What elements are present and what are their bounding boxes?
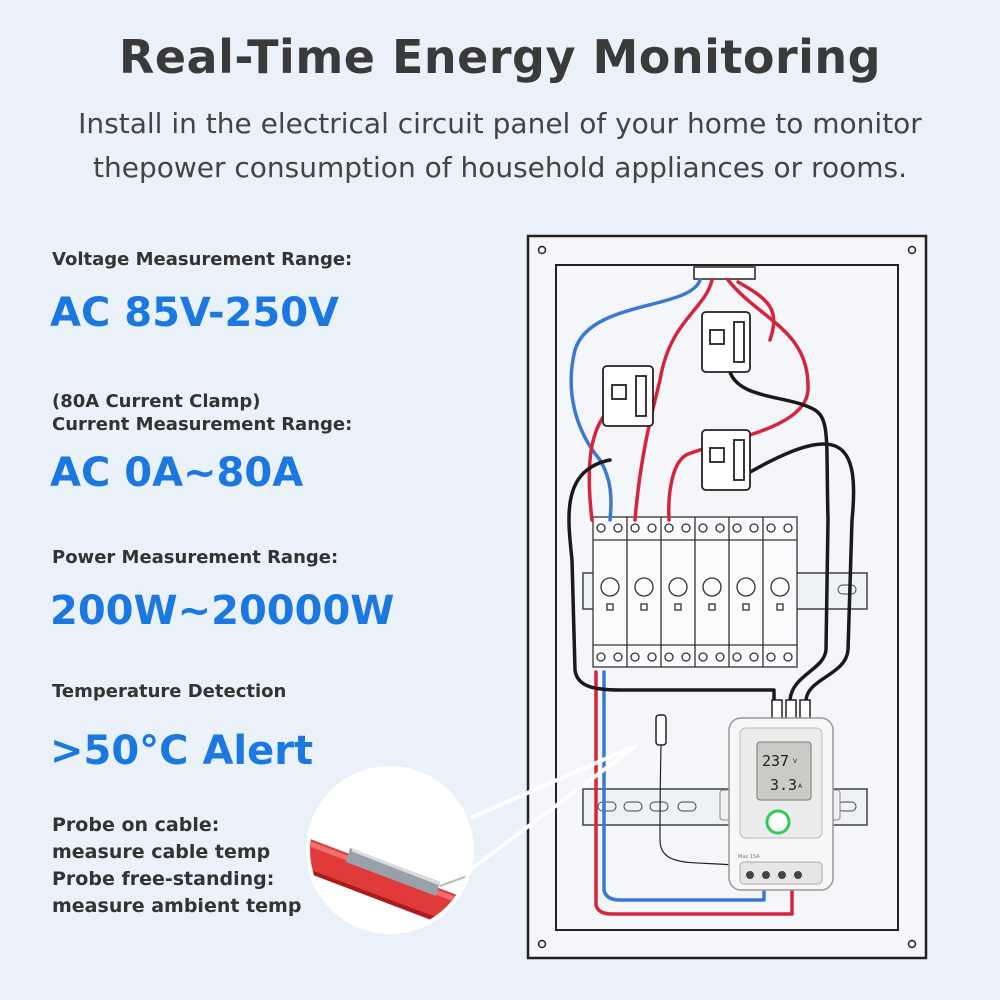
lcd-voltage: 237 — [762, 752, 789, 770]
cable-entry-block — [693, 266, 756, 280]
probe-zoom-circle — [306, 766, 474, 934]
page-subtitle: Install in the electrical circuit panel … — [0, 102, 1000, 190]
probe-line-2: measure cable temp — [52, 841, 271, 863]
panel-inner-frame — [555, 264, 899, 931]
panel-screw — [907, 245, 917, 255]
lcd-voltage-unit: V — [793, 758, 798, 765]
wire-blue-bottom — [602, 670, 766, 902]
breaker-bank — [592, 516, 798, 668]
temperature-label: Temperature Detection — [52, 681, 287, 702]
current-value: AC 0A~80A — [50, 450, 304, 496]
probe-cable — [659, 744, 741, 867]
power-label: Power Measurement Range: — [52, 547, 339, 568]
lcd-current-unit: A — [798, 783, 803, 790]
power-value: 200W~20000W — [50, 588, 395, 634]
callout-line — [468, 743, 639, 872]
probe-caption: Probe on cable: measure cable temp Probe… — [52, 812, 301, 920]
current-clamp-note: (80A Current Clamp) — [52, 391, 261, 412]
panel-screw — [537, 245, 547, 255]
voltage-label: Voltage Measurement Range: — [52, 249, 353, 270]
current-label: Current Measurement Range: — [52, 414, 353, 435]
voltage-value: AC 85V-250V — [50, 290, 340, 336]
subtitle-line-1: Install in the electrical circuit panel … — [78, 107, 922, 140]
wire-red-3 — [667, 278, 810, 522]
probe-line-4: measure ambient temp — [52, 895, 302, 917]
current-clamp-3 — [701, 429, 751, 491]
current-clamp-1 — [602, 365, 654, 427]
probe-line-1: Probe on cable: — [52, 814, 220, 836]
wire-red-bottom — [594, 670, 794, 916]
panel-screw — [537, 939, 547, 949]
lcd-current: 3.3 — [770, 776, 797, 794]
lcd-screen — [756, 741, 812, 801]
model-label: Max 15A — [738, 854, 760, 860]
temperature-probe — [655, 714, 667, 746]
wire-red-1 — [633, 278, 714, 522]
panel-screw — [907, 939, 917, 949]
wire-black-3 — [743, 442, 856, 702]
probe-line-3: Probe free-standing: — [52, 868, 275, 890]
current-clamp-2 — [701, 311, 751, 373]
callout-line — [469, 743, 638, 820]
temperature-value: >50°C Alert — [50, 728, 314, 774]
wire-black-1 — [567, 458, 776, 702]
wire-blue-top — [569, 278, 702, 522]
energy-monitor-device: 237 V 3.3 A Max 15A — [719, 699, 841, 891]
subtitle-line-2: thepower consumption of household applia… — [93, 151, 907, 184]
wire-red-4 — [736, 280, 776, 342]
power-button — [765, 809, 791, 835]
page-title: Real-Time Energy Monitoring — [118, 30, 882, 84]
wire-black-2 — [728, 370, 830, 702]
